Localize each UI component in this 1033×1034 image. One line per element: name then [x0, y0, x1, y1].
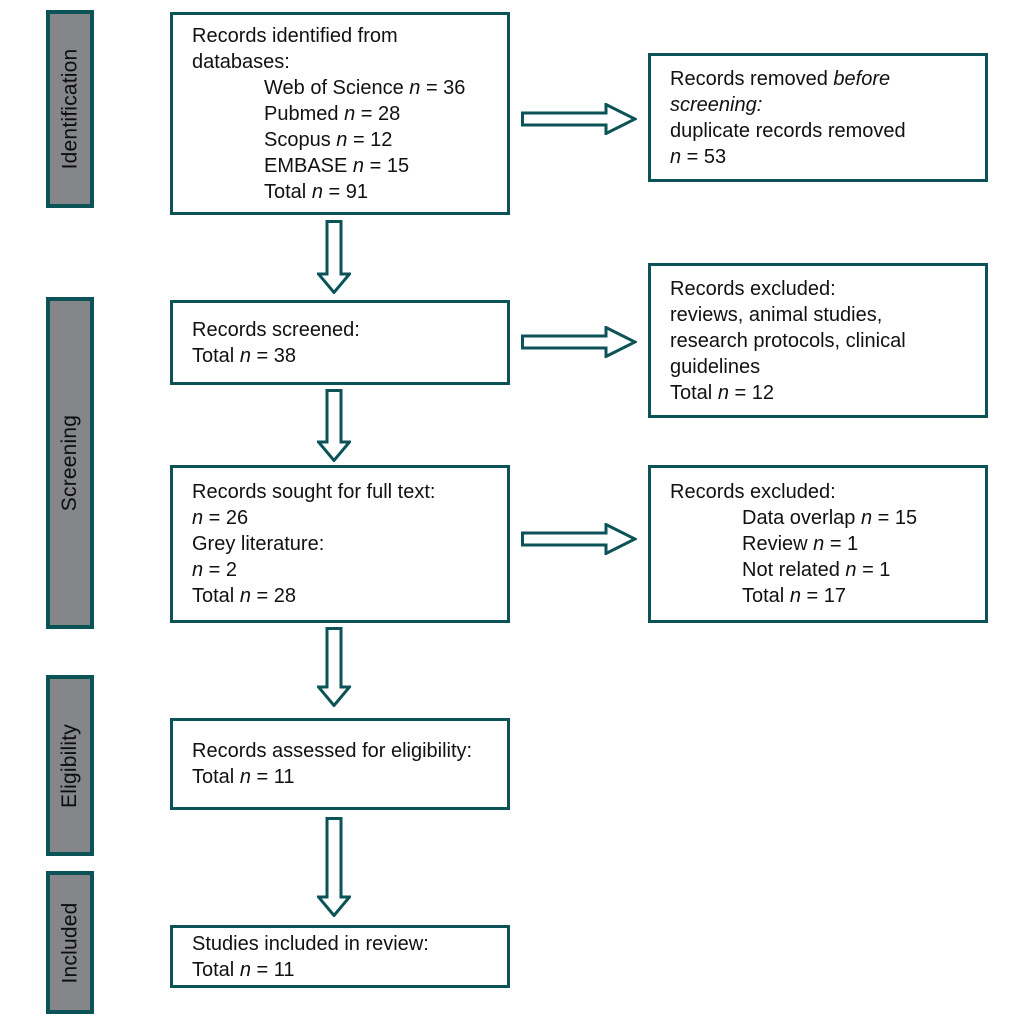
down-arrow-icon	[317, 817, 351, 917]
text-line: Total n = 11	[192, 958, 295, 981]
stage-bar-eligibility: Eligibility	[46, 675, 94, 856]
stage-label-screening: Screening	[58, 414, 81, 512]
text-line: Records assessed for eligibility:	[192, 740, 473, 762]
text-line: guidelines	[670, 355, 761, 378]
text-line: databases:	[192, 50, 290, 73]
stage-label-identification: Identification	[58, 48, 81, 170]
down-arrow-icon	[317, 389, 351, 462]
text-line: Records excluded:	[670, 481, 836, 503]
text-line: Total n = 38	[192, 344, 296, 367]
right-arrow-icon	[521, 326, 637, 358]
text-line: Total n = 17	[742, 585, 846, 607]
text-line: Web of Science n = 36	[264, 76, 466, 99]
text-line: Total n = 91	[264, 180, 368, 203]
text-line: Grey literature:	[192, 533, 325, 555]
box-records-excluded-fulltext: Records excluded: Data overlap n = 15 Revi…	[648, 465, 988, 623]
text-line: Records removed before	[670, 67, 891, 90]
box-records-screened: Records screened: Total n = 38	[170, 300, 510, 385]
text-line: Studies included in review:	[192, 932, 429, 955]
stage-label-eligibility: Eligibility	[58, 723, 81, 808]
box-records-identified: Records identified from databases: Web of …	[170, 12, 510, 215]
text-line: n = 2	[192, 559, 238, 581]
stage-bar-included: Included	[46, 871, 94, 1014]
right-arrow-icon	[521, 523, 637, 555]
text-line: Review n = 1	[742, 533, 859, 555]
text-line: Total n = 12	[670, 381, 774, 404]
text-line: Records identified from	[192, 24, 398, 47]
text-line: Data overlap n = 15	[742, 507, 918, 529]
stage-label-included: Included	[58, 902, 81, 983]
text-line: Records sought for full text:	[192, 481, 436, 503]
box-records-assessed-eligibility: Records assessed for eligibility: Total n…	[170, 718, 510, 810]
text-line: research protocols, clinical	[670, 329, 906, 352]
stage-bar-screening: Screening	[46, 297, 94, 629]
text-line: Pubmed n = 28	[264, 102, 401, 125]
text-line: Total n = 11	[192, 766, 295, 788]
right-arrow-icon	[521, 103, 637, 135]
text-line: Scopus n = 12	[264, 128, 393, 151]
text-line: n = 53	[670, 145, 727, 168]
text-line: screening:	[670, 93, 763, 116]
box-records-sought-full-text: Records sought for full text: n = 26 Grey …	[170, 465, 510, 623]
text-line: reviews, animal studies,	[670, 303, 883, 326]
stage-bar-identification: Identification	[46, 10, 94, 208]
text-line: EMBASE n = 15	[264, 154, 410, 177]
text-line: Records excluded:	[670, 277, 836, 300]
text-line: Records screened:	[192, 318, 360, 341]
text-line: duplicate records removed	[670, 119, 906, 142]
text-line: Not related n = 1	[742, 559, 891, 581]
down-arrow-icon	[317, 220, 351, 294]
down-arrow-icon	[317, 627, 351, 707]
text-line: Total n = 28	[192, 585, 296, 607]
text-line: n = 26	[192, 507, 249, 529]
box-records-removed-before-screening: Records removed before screening: duplicat…	[648, 53, 988, 182]
box-studies-included-review: Studies included in review: Total n = 11	[170, 925, 510, 988]
box-records-excluded-screening: Records excluded: reviews, animal studies…	[648, 263, 988, 418]
